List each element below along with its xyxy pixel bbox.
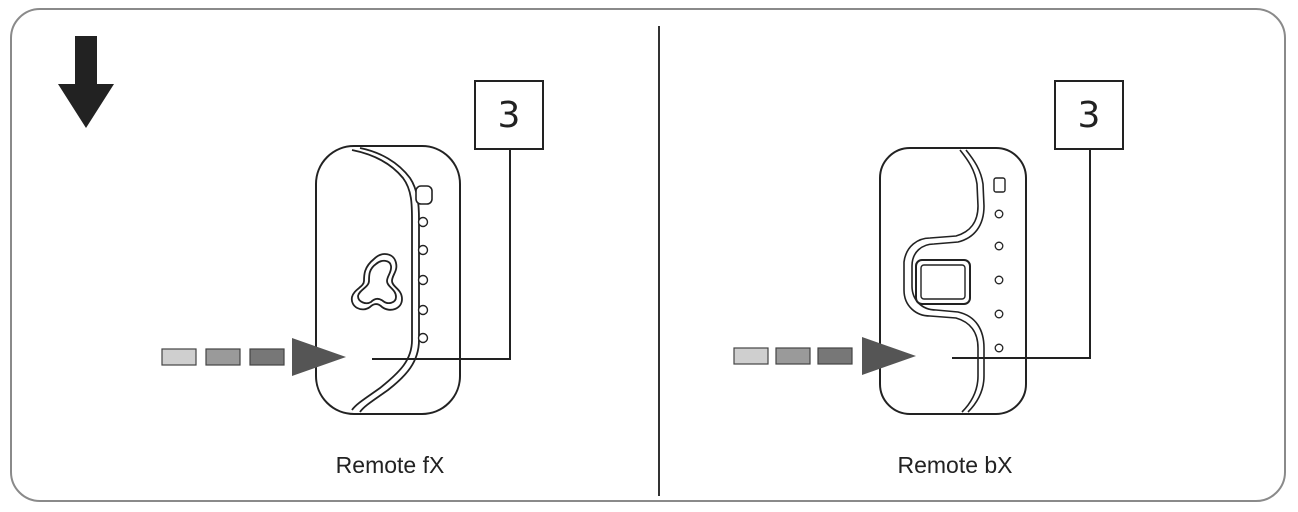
- signal-dash: [733, 347, 769, 365]
- signal-dash: [775, 347, 811, 365]
- signal-dash: [161, 348, 197, 366]
- diagram-frame: [10, 8, 1286, 502]
- remote-bx-button: [994, 275, 1004, 285]
- callout-line: [372, 150, 511, 360]
- step-number: 3: [1077, 94, 1101, 136]
- remote-bx-button: [994, 241, 1004, 251]
- remote-fx-button: [417, 216, 429, 228]
- signal-arrow: [292, 338, 346, 376]
- signal-dash: [205, 348, 241, 366]
- remote-fx-top-button: [415, 185, 433, 205]
- signal-arrow: [862, 337, 916, 375]
- remote-bx-button: [994, 309, 1004, 319]
- signal-dash: [817, 347, 853, 365]
- remote-bx-button: [994, 209, 1004, 219]
- remote-fx-body: [315, 145, 461, 415]
- remote-bx-button: [994, 343, 1004, 353]
- remote-fx-button: [417, 244, 429, 256]
- remote-fx-trilobe-control: [350, 253, 403, 311]
- remote-bx-top-button: [993, 177, 1006, 193]
- remote-fx-button: [417, 304, 429, 316]
- step-number: 3: [497, 94, 521, 136]
- down-arrow-icon: [58, 36, 114, 128]
- step-number-box-bx: 3: [1054, 80, 1124, 150]
- remote-fx-caption: Remote fX: [335, 452, 445, 478]
- step-number-box-fx: 3: [474, 80, 544, 150]
- signal-dash: [249, 348, 285, 366]
- remote-bx-caption: Remote bX: [897, 452, 1013, 478]
- remote-fx-button: [417, 332, 429, 344]
- remote-fx-button: [417, 274, 429, 286]
- callout-line: [952, 150, 1091, 359]
- panel-divider: [658, 26, 660, 496]
